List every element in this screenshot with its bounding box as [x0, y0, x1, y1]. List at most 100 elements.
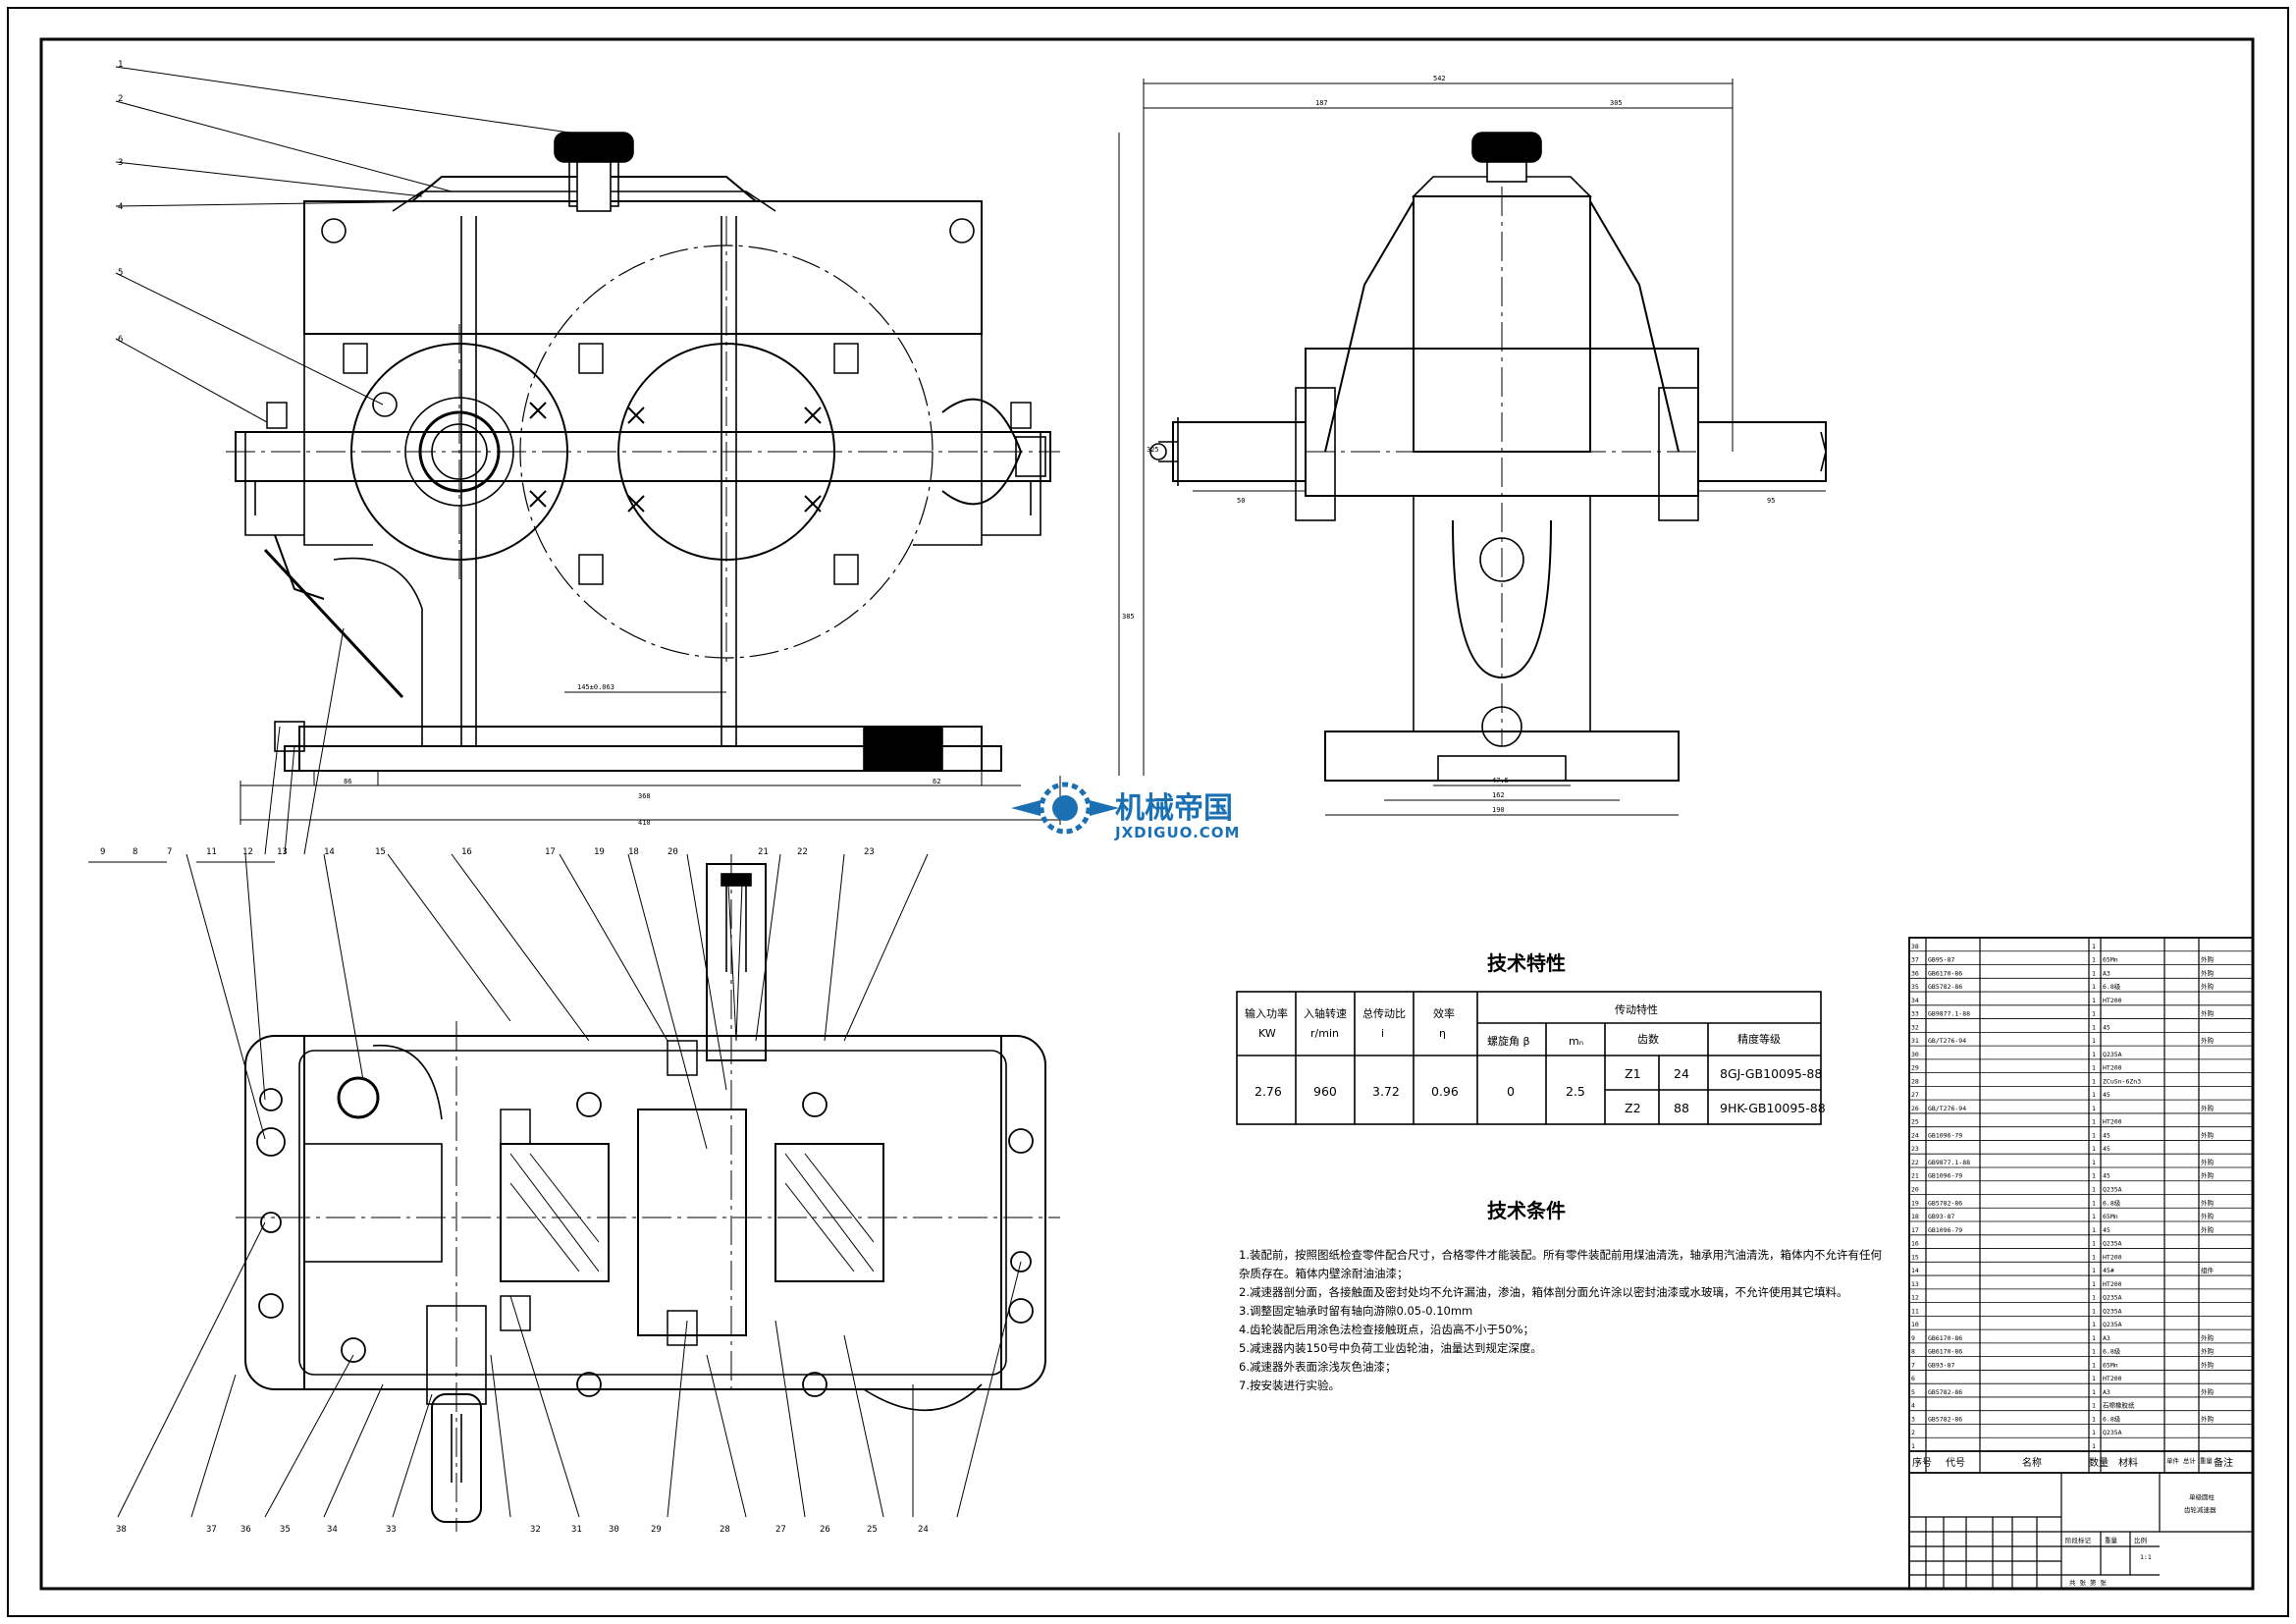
bom-cell: 35 — [1911, 983, 1919, 991]
bom-cell: 1 — [2092, 1442, 2096, 1450]
dim-front-width: 368 — [638, 792, 651, 800]
bom-cell: 1 — [2092, 1199, 2096, 1207]
bom-cell: 3 — [1911, 1415, 1915, 1423]
dim-side-left-top: 187 — [1315, 99, 1328, 107]
bom-cell: 1 — [2092, 1159, 2096, 1166]
bom-cell: 1 — [2092, 1375, 2096, 1382]
dim-side-base1: 47.5 — [1492, 777, 1509, 785]
bom-cell: GB/T276-94 — [1928, 1105, 1966, 1112]
tech-spec-table — [1236, 991, 1822, 1125]
bom-cell: 1 — [2092, 1077, 2096, 1085]
plan-balloon-bottom-12: 26 — [820, 1525, 830, 1535]
breather-knob — [554, 132, 634, 163]
bom-cell: 26 — [1911, 1105, 1919, 1112]
bom-cell: 19 — [1911, 1199, 1919, 1207]
cond-line-3: 3.调整固定轴承时留有轴向游隙0.05-0.10mm — [1239, 1304, 1472, 1318]
plan-balloon-bottom-14: 24 — [918, 1525, 929, 1535]
spec-h-mn: mₙ — [1569, 1035, 1583, 1048]
bom-cell: 1 — [2092, 1267, 2096, 1274]
plan-balloon-top-13: 21 — [758, 847, 769, 857]
bom-cell: 1 — [2092, 1105, 2096, 1112]
bom-cell: 65Mn — [2103, 956, 2118, 964]
bom-cell: 1 — [2092, 1010, 2096, 1018]
bom-cell: HT200 — [2103, 1253, 2122, 1261]
plan-balloon-top-7: 15 — [375, 847, 386, 857]
bom-cell: 外购 — [2201, 1009, 2215, 1018]
bom-cell: 30 — [1911, 1051, 1919, 1058]
bom-cell: 1 — [2092, 1023, 2096, 1031]
bom-cell: 23 — [1911, 1145, 1919, 1153]
side-view — [1118, 79, 1827, 816]
bom-cell: 33 — [1911, 1010, 1919, 1018]
bom-cell: GB1096-79 — [1928, 1131, 1962, 1139]
bom-cell: A3 — [2103, 1334, 2110, 1342]
bom-cell: 1 — [2092, 1037, 2096, 1045]
bom-cell: 1 — [2092, 997, 2096, 1004]
spec-h-power-unit: KW — [1258, 1027, 1276, 1040]
spec-z2-teeth: 88 — [1674, 1101, 1689, 1115]
bom-cell: 6.8级 — [2103, 982, 2121, 991]
bom-cell: GB93-87 — [1928, 1213, 1954, 1220]
spec-z1-grade: 8GJ-GB10095-88 — [1720, 1066, 1822, 1081]
cond-line-2: 2.减速器剖分面，各接触面及密封处均不允许漏油，渗油，箱体剖分面允许涂以密封油漆… — [1239, 1285, 1847, 1299]
plan-balloon-top-14: 22 — [797, 847, 808, 857]
balloon-4: 4 — [118, 202, 123, 212]
spec-h-power: 输入功率 — [1245, 1006, 1288, 1020]
tech-conditions-title: 技术条件 — [1487, 1199, 1566, 1222]
plan-balloon-top-10: 19 — [594, 847, 605, 857]
plan-balloon-bottom-2: 36 — [240, 1525, 251, 1535]
bom-cell: Q235A — [2103, 1321, 2122, 1328]
bom-cell: 石棉橡胶纸 — [2103, 1401, 2135, 1410]
bom-cell: GB6170-86 — [1928, 969, 1962, 977]
bom-cell: GB6170-86 — [1928, 1348, 1962, 1356]
bom-cell: 28 — [1911, 1077, 1919, 1085]
dim-side-shaft-l: 50 — [1237, 497, 1245, 505]
bom-cell: GB/T276-94 — [1928, 1037, 1966, 1045]
plan-balloon-top-3: 11 — [206, 847, 217, 857]
bom-cell: 外购 — [2201, 1212, 2215, 1220]
bom-cell: 外购 — [2201, 1036, 2215, 1045]
bom-cell: 12 — [1911, 1294, 1919, 1302]
dim-side-base2: 162 — [1492, 791, 1505, 799]
bom-cell: 1 — [2092, 1226, 2096, 1234]
bom-cell: 外购 — [2201, 1414, 2215, 1423]
bom-cell: ZCuSn-6Zn3 — [2103, 1077, 2141, 1085]
outer-border — [7, 7, 2289, 1617]
balloon-1: 1 — [118, 60, 123, 70]
plan-balloon-bottom-11: 27 — [775, 1525, 786, 1535]
bom-cell: 4 — [1911, 1402, 1915, 1410]
spec-v-speed: 960 — [1313, 1084, 1337, 1099]
bom-cell: 外购 — [2201, 1347, 2215, 1356]
spec-h-trans: 传动特性 — [1615, 1002, 1658, 1016]
bom-h-qty: 数量 — [2089, 1456, 2109, 1469]
bom-cell: HT200 — [2103, 1280, 2122, 1288]
bom-cell: 1 — [2092, 1429, 2096, 1436]
bom-cell: 1 — [2092, 1334, 2096, 1342]
spec-z1: Z1 — [1625, 1066, 1641, 1081]
cond-line-0: 1.装配前，按照图纸检查零件配合尺寸，合格零件才能装配。所有零件装配前用煤油清洗… — [1239, 1248, 1882, 1262]
bom-cell: 外购 — [2201, 1104, 2215, 1112]
bom-cell: 17 — [1911, 1226, 1919, 1234]
plan-balloon-top-12: 20 — [667, 847, 678, 857]
bom-cell: 外购 — [2201, 1225, 2215, 1234]
bom-cell: 1 — [2092, 1361, 2096, 1369]
dim-side-top: 542 — [1433, 75, 1446, 82]
bom-cell: 10 — [1911, 1321, 1919, 1328]
bom-cell: 外购 — [2201, 968, 2215, 977]
bom-cell: 外购 — [2201, 982, 2215, 991]
watermark-logo — [1011, 782, 1119, 835]
plan-balloon-bottom-7: 31 — [571, 1525, 582, 1535]
bom-cell: 45# — [2103, 1267, 2114, 1274]
bom-cell: 1 — [2092, 1307, 2096, 1315]
bom-cell: 11 — [1911, 1307, 1919, 1315]
bom-cell: 1 — [2092, 1280, 2096, 1288]
bom-cell: 2 — [1911, 1429, 1915, 1436]
bom-h-note: 备注 — [2214, 1456, 2233, 1469]
bom-h-no: 序号 — [1912, 1456, 1932, 1469]
bom-cell: 1 — [2092, 1253, 2096, 1261]
plan-balloon-top-0: 9 — [100, 847, 105, 857]
spec-h-eff-sym: η — [1439, 1027, 1446, 1040]
cond-line-6: 6.减速器外表面涂浅灰色油漆； — [1239, 1360, 1396, 1374]
